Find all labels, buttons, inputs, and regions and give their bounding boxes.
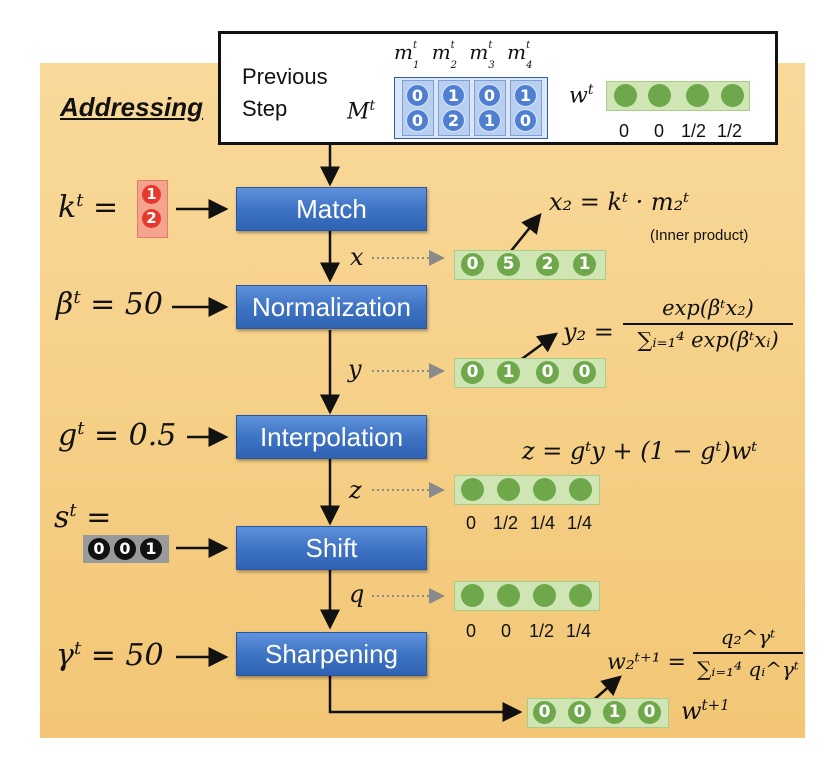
y2-denominator: ∑ᵢ₌₁⁴ exp(βᵗxᵢ) (637, 328, 779, 352)
weight-dot (686, 84, 709, 107)
w2-denominator: ∑ᵢ₌₁⁴ qᵢ^γᵗ (697, 657, 799, 681)
addressing-panel (40, 63, 805, 738)
memory-cell: 0 (514, 109, 537, 132)
y-label: y (348, 355, 362, 383)
memory-cell: 2 (442, 109, 465, 132)
q-value: 0 (501, 621, 512, 641)
memory-cell: 0 (406, 109, 429, 132)
y-value: 0 (536, 361, 559, 384)
shift-input-label: st = (54, 500, 112, 535)
step-shift: Shift (236, 526, 427, 570)
z-dot (497, 478, 520, 501)
q-label: q (349, 580, 365, 608)
gamma-input: γt = 50 (56, 638, 164, 673)
y2-formula-fraction: exp(βᵗx₂) ∑ᵢ₌₁⁴ exp(βᵗxᵢ) (623, 296, 793, 352)
x2-formula: x₂ = kᵗ · m₂ᵗ (549, 188, 690, 216)
step-interpolation: Interpolation (236, 415, 427, 459)
x-value: 5 (497, 253, 520, 276)
x-value: 0 (461, 253, 484, 276)
step-sharpening: Sharpening (236, 632, 427, 676)
z-value: 0 (466, 513, 477, 533)
w2-formula-fraction: q₂^γᵗ ∑ᵢ₌₁⁴ qᵢ^γᵗ (693, 625, 803, 681)
w-next-value: 1 (603, 701, 626, 724)
y-value: 0 (461, 361, 484, 384)
shift-value: 1 (140, 538, 162, 560)
memory-cell: 0 (478, 84, 501, 107)
weight-dot (721, 84, 744, 107)
x2-note: (Inner product) (650, 227, 749, 244)
w-next-value: 0 (638, 701, 661, 724)
shift-value: 0 (114, 538, 136, 560)
key-value: 1 (142, 185, 161, 204)
memory-cell: 1 (478, 109, 501, 132)
z-label: z (349, 476, 362, 504)
q-value: 1/2 (529, 621, 555, 641)
weight-value: 1/2 (717, 121, 743, 141)
memory-label: Mt (347, 98, 376, 125)
z-dot (569, 478, 592, 501)
shift-value: 0 (88, 538, 110, 560)
y-value: 1 (497, 361, 520, 384)
z-value: 1/2 (493, 513, 519, 533)
memory-cell: 1 (514, 84, 537, 107)
fraction-bar (693, 652, 803, 654)
z-formula: z = gᵗy + (1 − gᵗ)wᵗ (522, 437, 758, 465)
q-value: 1/4 (566, 621, 592, 641)
w2-formula-lhs: w₂ᵗ⁺¹ = (607, 650, 686, 675)
step-normalization: Normalization (236, 285, 427, 329)
key-input-label: kt = (58, 190, 119, 225)
page-title: Addressing (60, 92, 204, 122)
q-dot (569, 584, 592, 607)
weight-dot (648, 84, 671, 107)
w2-numerator: q₂^γᵗ (720, 625, 776, 649)
w-next-value: 0 (568, 701, 591, 724)
memory-cell: 1 (442, 84, 465, 107)
key-value: 2 (142, 209, 161, 228)
y2-formula-lhs: y₂ = (563, 318, 614, 346)
x-value: 1 (573, 253, 596, 276)
q-dot (533, 584, 556, 607)
z-value: 1/4 (530, 513, 556, 533)
weight-value: 0 (619, 121, 630, 141)
weight-label: wt (569, 82, 594, 109)
y2-numerator: exp(βᵗx₂) (662, 296, 754, 320)
beta-input: βt = 50 (56, 287, 163, 322)
w-next-label: wt+1 (681, 696, 730, 725)
w-next-value: 0 (533, 701, 556, 724)
weight-value: 0 (654, 121, 665, 141)
previous-step-label: Previous Step (242, 64, 328, 121)
weight-value: 1/2 (681, 121, 707, 141)
z-dot (461, 478, 484, 501)
z-dot (533, 478, 556, 501)
step-match: Match (236, 187, 427, 231)
memory-cell: 0 (406, 84, 429, 107)
fraction-bar (623, 323, 793, 325)
weight-dot (614, 84, 637, 107)
q-dot (461, 584, 484, 607)
gate-input: gt = 0.5 (58, 418, 177, 453)
x-value: 2 (536, 253, 559, 276)
x-label: x (350, 243, 364, 271)
y-value: 0 (573, 361, 596, 384)
q-value: 0 (466, 621, 477, 641)
z-value: 1/4 (567, 513, 593, 533)
q-dot (497, 584, 520, 607)
